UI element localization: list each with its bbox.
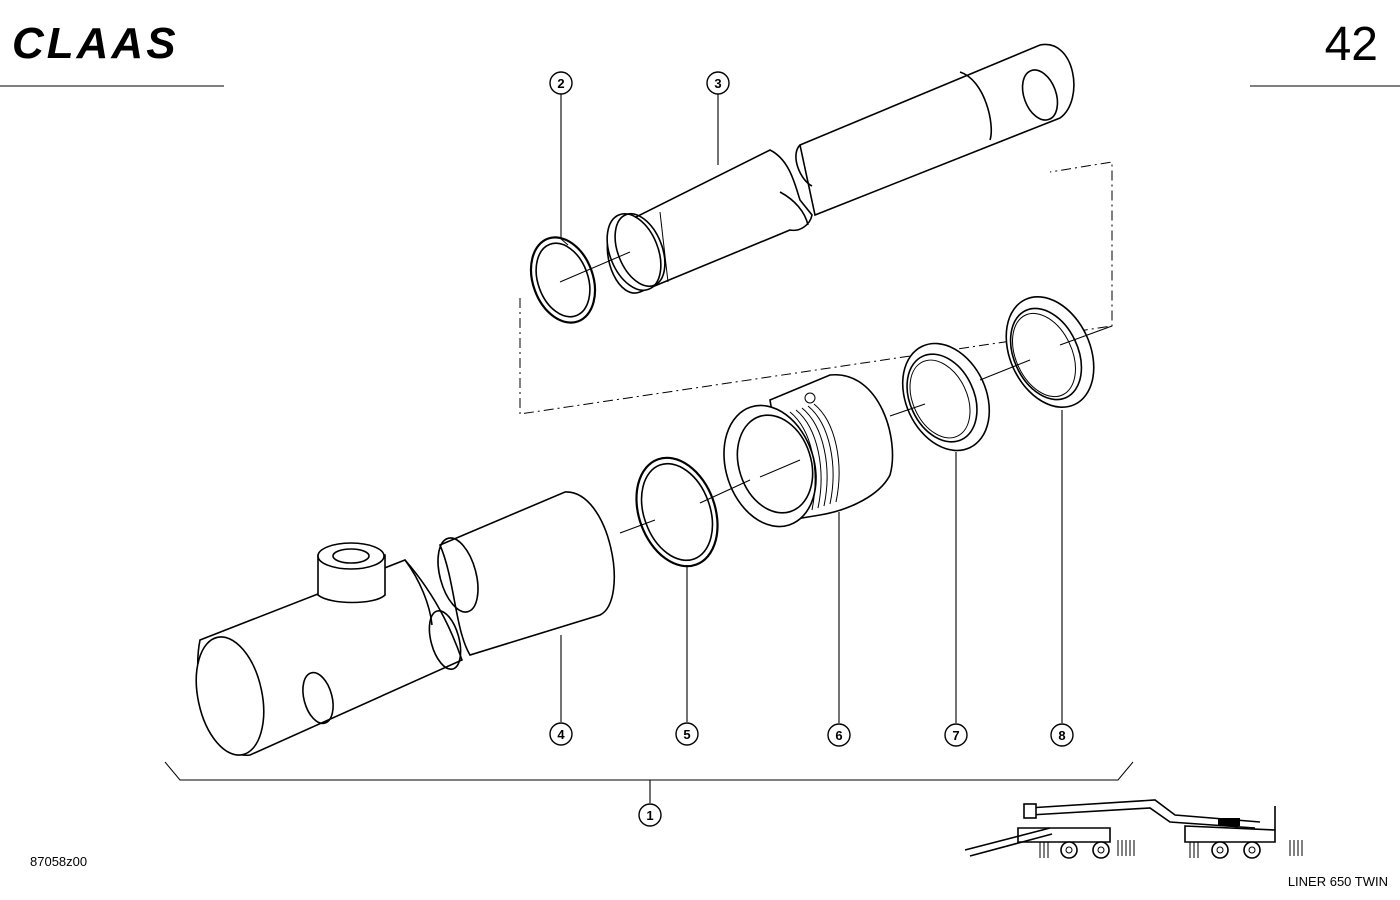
svg-text:6: 6 xyxy=(835,728,842,743)
callout-6: 6 xyxy=(827,723,851,747)
thread-lines xyxy=(789,403,840,511)
snap-ring xyxy=(529,236,597,324)
wiper-ring xyxy=(901,342,991,452)
machine-thumbnail-icon xyxy=(964,799,1303,859)
svg-text:2: 2 xyxy=(557,76,564,91)
callout-3: 3 xyxy=(706,71,730,95)
svg-text:7: 7 xyxy=(952,728,959,743)
assembly-bracket xyxy=(164,761,1134,781)
piston-rod xyxy=(606,43,1075,294)
rotor-tines-right xyxy=(1189,840,1303,858)
callout-8: 8 xyxy=(1050,723,1074,747)
rotor-tines-left xyxy=(1039,840,1135,858)
cylinder-tube xyxy=(195,491,615,756)
o-ring xyxy=(635,456,719,568)
svg-text:4: 4 xyxy=(557,727,565,742)
callout-2: 2 xyxy=(549,71,573,95)
svg-text:CLAAS: CLAAS xyxy=(12,19,179,68)
callout-4: 4 xyxy=(549,722,573,746)
callout-1: 1 xyxy=(638,803,662,827)
svg-text:8: 8 xyxy=(1058,728,1065,743)
svg-text:1: 1 xyxy=(646,808,653,823)
svg-text:3: 3 xyxy=(714,76,721,91)
model-name: LINER 650 TWIN xyxy=(1288,874,1388,889)
svg-text:5: 5 xyxy=(683,727,690,742)
guide-head xyxy=(723,374,894,528)
page-number: 42 xyxy=(1325,18,1378,71)
leader-lines xyxy=(560,94,1063,803)
brand-logo: CLAAS xyxy=(12,19,179,68)
seal-ring xyxy=(1005,295,1095,409)
callout-7: 7 xyxy=(944,723,968,747)
drawing-code: 87058z00 xyxy=(30,854,87,869)
callout-5: 5 xyxy=(675,722,699,746)
centre-axis xyxy=(559,251,1113,534)
